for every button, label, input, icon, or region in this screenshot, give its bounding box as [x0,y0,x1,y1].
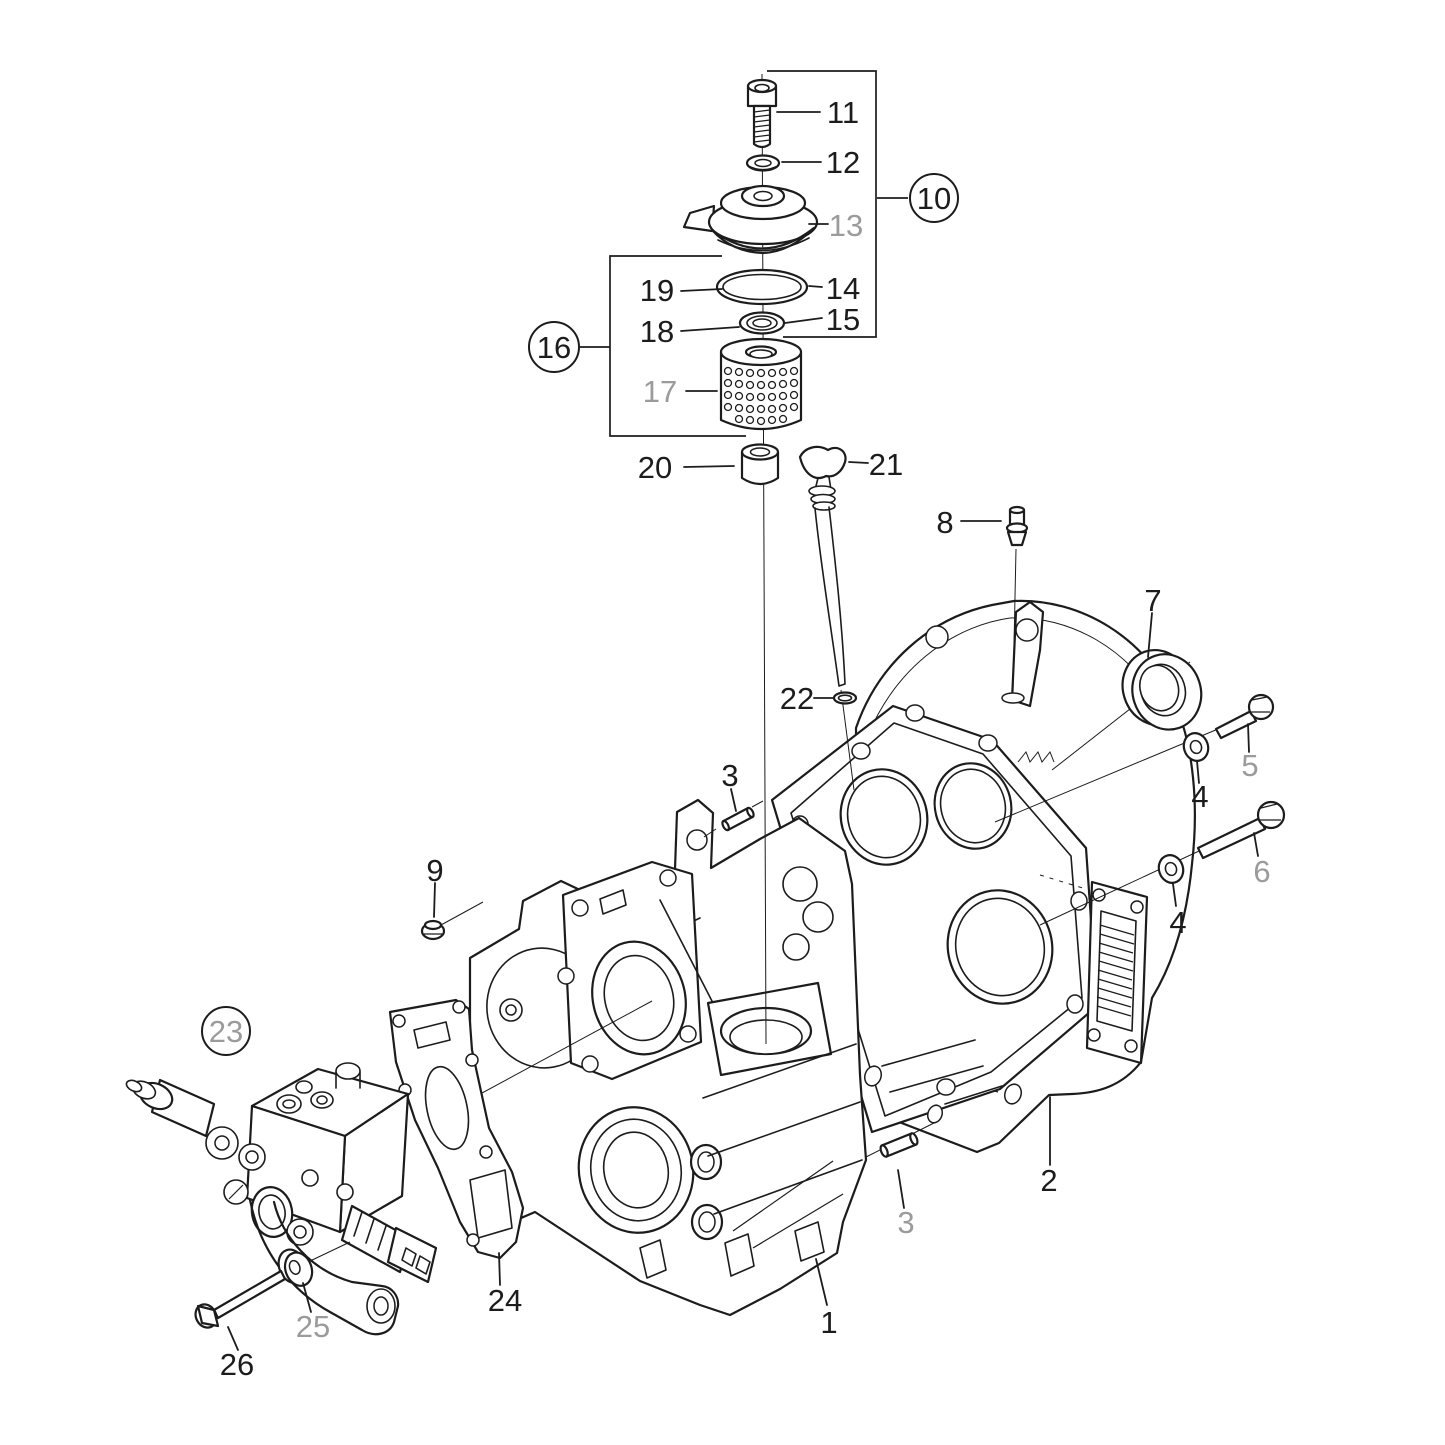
dowel-pin-part-3-upper [721,806,755,832]
callout-2: 2 [1040,1163,1057,1198]
leader-lines [227,111,1259,1351]
callout-9: 9 [426,853,443,888]
bottom-bosses [863,1039,1023,1124]
bolt-part-5 [1214,693,1275,740]
callout-8: 8 [936,505,953,540]
bushing-part-20 [740,443,780,486]
callout-18: 18 [640,314,674,349]
callout-14: 14 [826,271,860,306]
upper-bore [591,940,687,1056]
bearing-bore-lower [946,889,1054,1005]
lug-hole [686,829,708,851]
callout-3-lower: 3 [897,1205,914,1240]
bolt-part-6 [1196,800,1286,860]
bearing-bore-right [933,762,1013,850]
callout-25: 25 [296,1309,330,1344]
callout-19: 19 [640,273,674,308]
serration-detail [1017,751,1055,763]
washer-part-4-upper [1182,732,1210,762]
callout-6: 6 [1253,854,1270,889]
side-plug-hole [505,1004,517,1016]
group-circle-23 [201,1006,251,1056]
callout-7: 7 [1144,583,1161,618]
crankcase-part-1 [468,798,868,1317]
callout-21: 21 [869,447,903,482]
callout-15: 15 [826,302,860,337]
group-circle-16 [528,321,580,373]
bolt-threads [753,109,771,143]
callout-11: 11 [827,95,859,130]
washer-part-4-lower [1157,854,1185,884]
callout-5: 5 [1241,748,1258,783]
valve-front-ports [205,1126,354,1246]
filter-perforations [723,366,799,426]
housing-hole [925,625,949,649]
bearing-bore-left [839,768,929,866]
filler-cap-part-13 [682,184,819,255]
callout-20: 20 [638,450,672,485]
callout-24: 24 [488,1283,522,1318]
top-lug [1010,600,1045,708]
callout-22: 22 [780,681,814,716]
valve-solenoid [340,1204,438,1284]
seal-washer-part-15-18 [738,311,786,335]
dipstick-part-21 [798,445,847,687]
plug-part-8 [1005,505,1029,547]
dowel-pin-part-3-lower [879,1132,919,1158]
seal-part-7 [1121,649,1203,731]
bolt-part-26 [194,1269,287,1329]
callout-1: 1 [820,1305,837,1340]
o-ring-part-14 [715,268,809,306]
o-ring-part-22 [832,691,858,705]
callout-16: 16 [537,330,571,365]
plug-part-9 [420,919,446,941]
callout-26: 26 [220,1347,254,1382]
callout-4-lower: 4 [1169,905,1186,940]
callout-23: 23 [209,1014,243,1049]
callout-4-upper: 4 [1191,779,1208,814]
callout-17: 17 [643,374,677,409]
washer-part-25 [277,1248,314,1287]
gasket-holes [392,1000,493,1247]
callout-labels: 11 12 13 10 19 14 15 18 16 17 20 21 22 8… [209,95,1271,1382]
washer-part-12 [745,154,781,172]
callout-12: 12 [826,145,860,180]
alignment-axes-left [440,800,764,1107]
lower-bore [577,1106,695,1234]
bolt-part-11 [746,78,778,149]
group-bracket-10 [767,70,959,338]
callout-13: 13 [829,208,863,243]
sump-ribs [639,1043,863,1279]
callout-10: 10 [917,181,951,216]
valve-block-part-23 [125,1062,438,1336]
oil-fill-pad [706,981,833,1077]
filter-part-17 [719,337,803,431]
cylinder-bosses [782,866,834,961]
valve-top-ports [276,1062,361,1114]
group-circle-10 [909,173,959,223]
vent-flange [1039,874,1149,1065]
callout-3-upper: 3 [721,758,738,793]
gasket-part-24 [388,998,525,1260]
vent-grill [1096,924,1135,1017]
group-bracket-16 [528,255,746,437]
